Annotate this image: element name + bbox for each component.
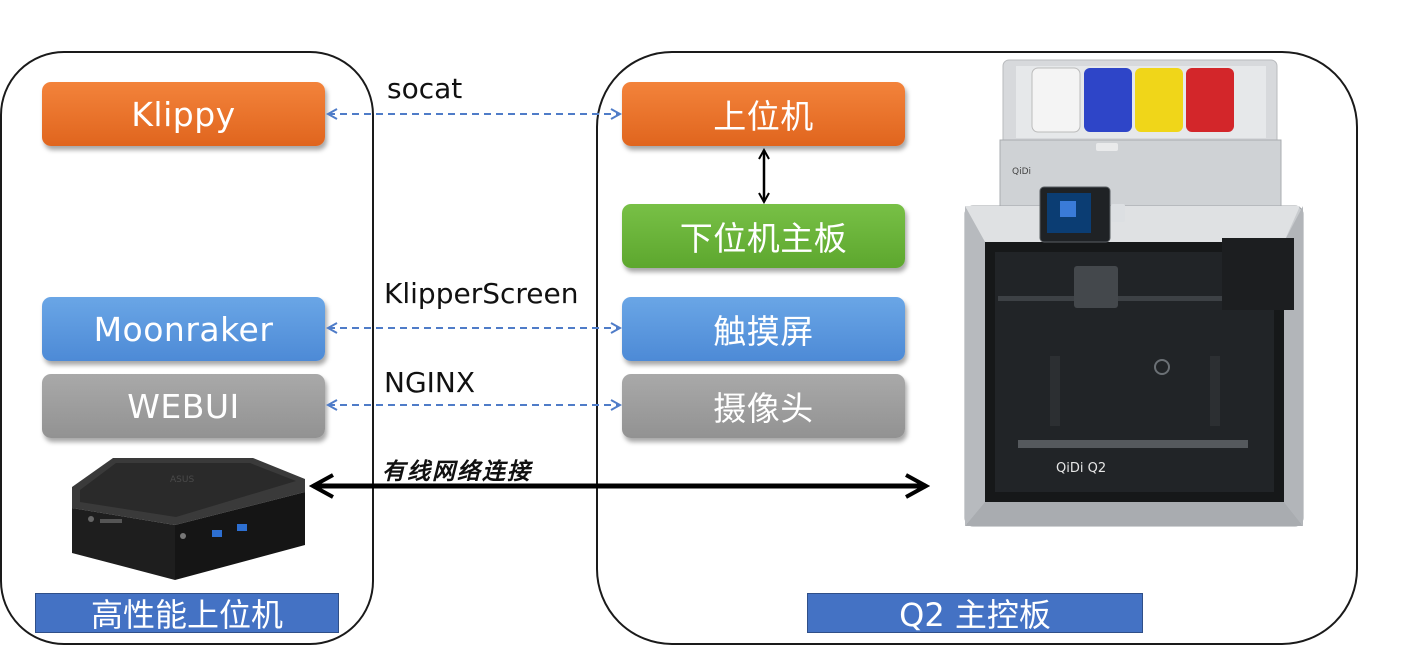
svg-text:ASUS: ASUS xyxy=(170,475,194,485)
moonraker-box: Moonraker xyxy=(42,297,325,361)
webui-box: WEBUI xyxy=(42,374,325,438)
camera-label: 摄像头 xyxy=(713,389,814,428)
q2-board-banner: Q2 主控板 xyxy=(807,593,1143,634)
host-pc-banner-label: 高性能上位机 xyxy=(90,596,283,634)
host-group-frame xyxy=(0,51,374,645)
host-label: 上位机 xyxy=(713,97,814,136)
mainboard-box: 下位机主板 xyxy=(622,204,905,268)
host-pc-banner: 高性能上位机 xyxy=(35,593,339,634)
webui-label: WEBUI xyxy=(127,386,240,426)
filament-spools xyxy=(1031,67,1234,133)
svg-text:QiDi: QiDi xyxy=(1012,167,1031,177)
touchscreen-box: 触摸屏 xyxy=(622,297,905,361)
q2-group-frame xyxy=(596,51,1358,645)
camera-box: 摄像头 xyxy=(622,374,905,438)
socat-label: socat xyxy=(387,72,463,105)
host-box: 上位机 xyxy=(622,82,905,146)
klippy-label: Klippy xyxy=(131,94,236,134)
klippy-box: Klippy xyxy=(42,82,325,146)
klipperscreen-label: KlipperScreen xyxy=(384,277,579,310)
nginx-label: NGINX xyxy=(384,366,476,399)
mainboard-label: 下位机主板 xyxy=(679,219,848,258)
q2-board-banner-label: Q2 主控板 xyxy=(899,596,1051,634)
printer-logo-text: QiDi Q2 xyxy=(1056,461,1106,476)
touchscreen-label: 触摸屏 xyxy=(713,312,814,351)
moonraker-label: Moonraker xyxy=(93,309,274,349)
